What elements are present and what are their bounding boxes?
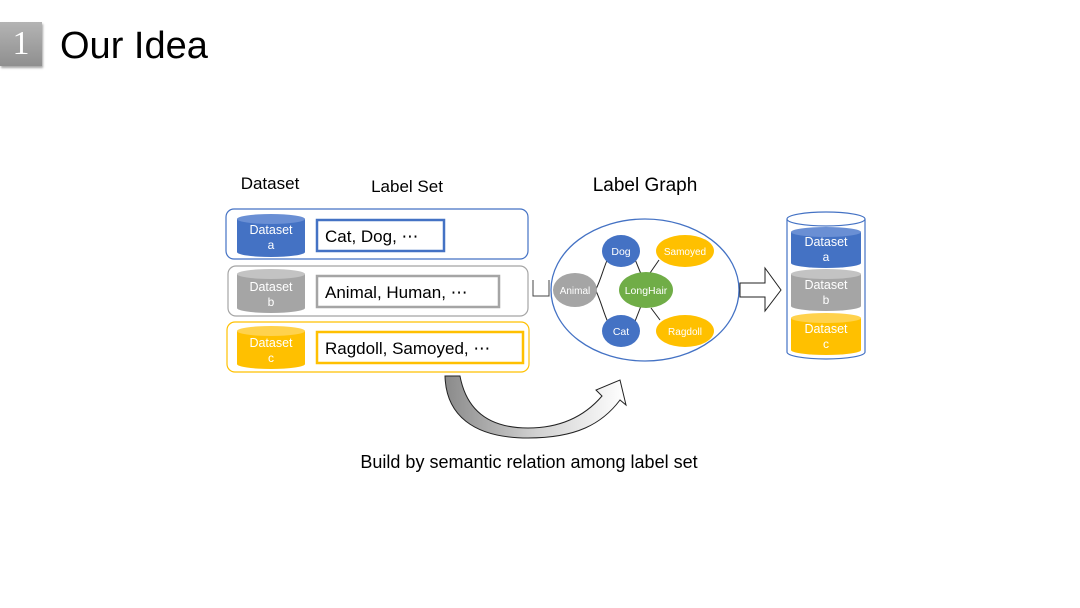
merged-dataset-label: Dataset: [804, 278, 848, 292]
dataset-row-c: Dataset c Ragdoll, Samoyed, ⋯: [226, 321, 530, 373]
graph-node-cat: Cat: [602, 315, 640, 347]
node-label: Animal: [560, 286, 591, 297]
dataset-c-cylinder-icon: [237, 326, 305, 369]
diagram-caption: Build by semantic relation among label s…: [360, 452, 697, 472]
merged-dataset-label: Dataset: [804, 235, 848, 249]
dataset-label: Dataset: [249, 223, 293, 237]
dataset-row-b: Dataset b Animal, Human, ⋯: [227, 265, 529, 317]
merged-dataset-a-icon: [791, 227, 861, 268]
graph-node-samoyed: Samoyed: [656, 235, 714, 267]
graph-node-animal: Animal: [553, 273, 597, 307]
dataset-a-cylinder-icon: [237, 214, 305, 257]
dataset-row-a: Dataset a Cat, Dog, ⋯: [225, 208, 529, 260]
dataset-b-cylinder-icon: [237, 269, 305, 313]
graph-node-dog: Dog: [602, 235, 640, 267]
merged-dataset-label: Dataset: [804, 322, 848, 336]
merged-dataset-b-icon: [791, 269, 861, 311]
curved-arrow-icon: [444, 375, 627, 439]
merged-dataset-letter: a: [823, 250, 830, 264]
label-set-box: [315, 218, 446, 253]
slide-title: Our Idea: [60, 25, 208, 67]
dataset-letter: a: [268, 238, 275, 252]
label-set-text: Animal, Human, ⋯: [325, 283, 468, 302]
node-label: Cat: [613, 326, 629, 338]
merged-dataset-letter: c: [823, 337, 829, 351]
merged-dataset-letter: b: [823, 293, 830, 307]
slide-number-badge: 1: [0, 22, 42, 66]
node-label: Dog: [611, 246, 630, 258]
label-set-box: [315, 274, 501, 309]
label-set-header: Label Set: [371, 177, 443, 196]
label-set-text: Ragdoll, Samoyed, ⋯: [325, 339, 490, 358]
label-set-box: [315, 330, 525, 365]
label-graph-header: Label Graph: [593, 175, 698, 196]
node-label: LongHair: [625, 285, 668, 297]
merged-dataset-c-icon: [791, 313, 861, 355]
dataset-letter: b: [268, 295, 275, 309]
node-label: Samoyed: [664, 247, 706, 258]
arrow-right-icon: [739, 266, 782, 313]
dataset-label: Dataset: [249, 336, 293, 350]
label-set-text: Cat, Dog, ⋯: [325, 227, 419, 246]
bracket-connector: [532, 280, 550, 297]
dataset-label: Dataset: [249, 280, 293, 294]
node-label: Ragdoll: [668, 327, 702, 338]
graph-node-ragdoll: Ragdoll: [656, 315, 714, 347]
dataset-header: Dataset: [241, 174, 300, 193]
graph-node-longhair: LongHair: [619, 272, 673, 308]
dataset-letter: c: [268, 351, 274, 365]
